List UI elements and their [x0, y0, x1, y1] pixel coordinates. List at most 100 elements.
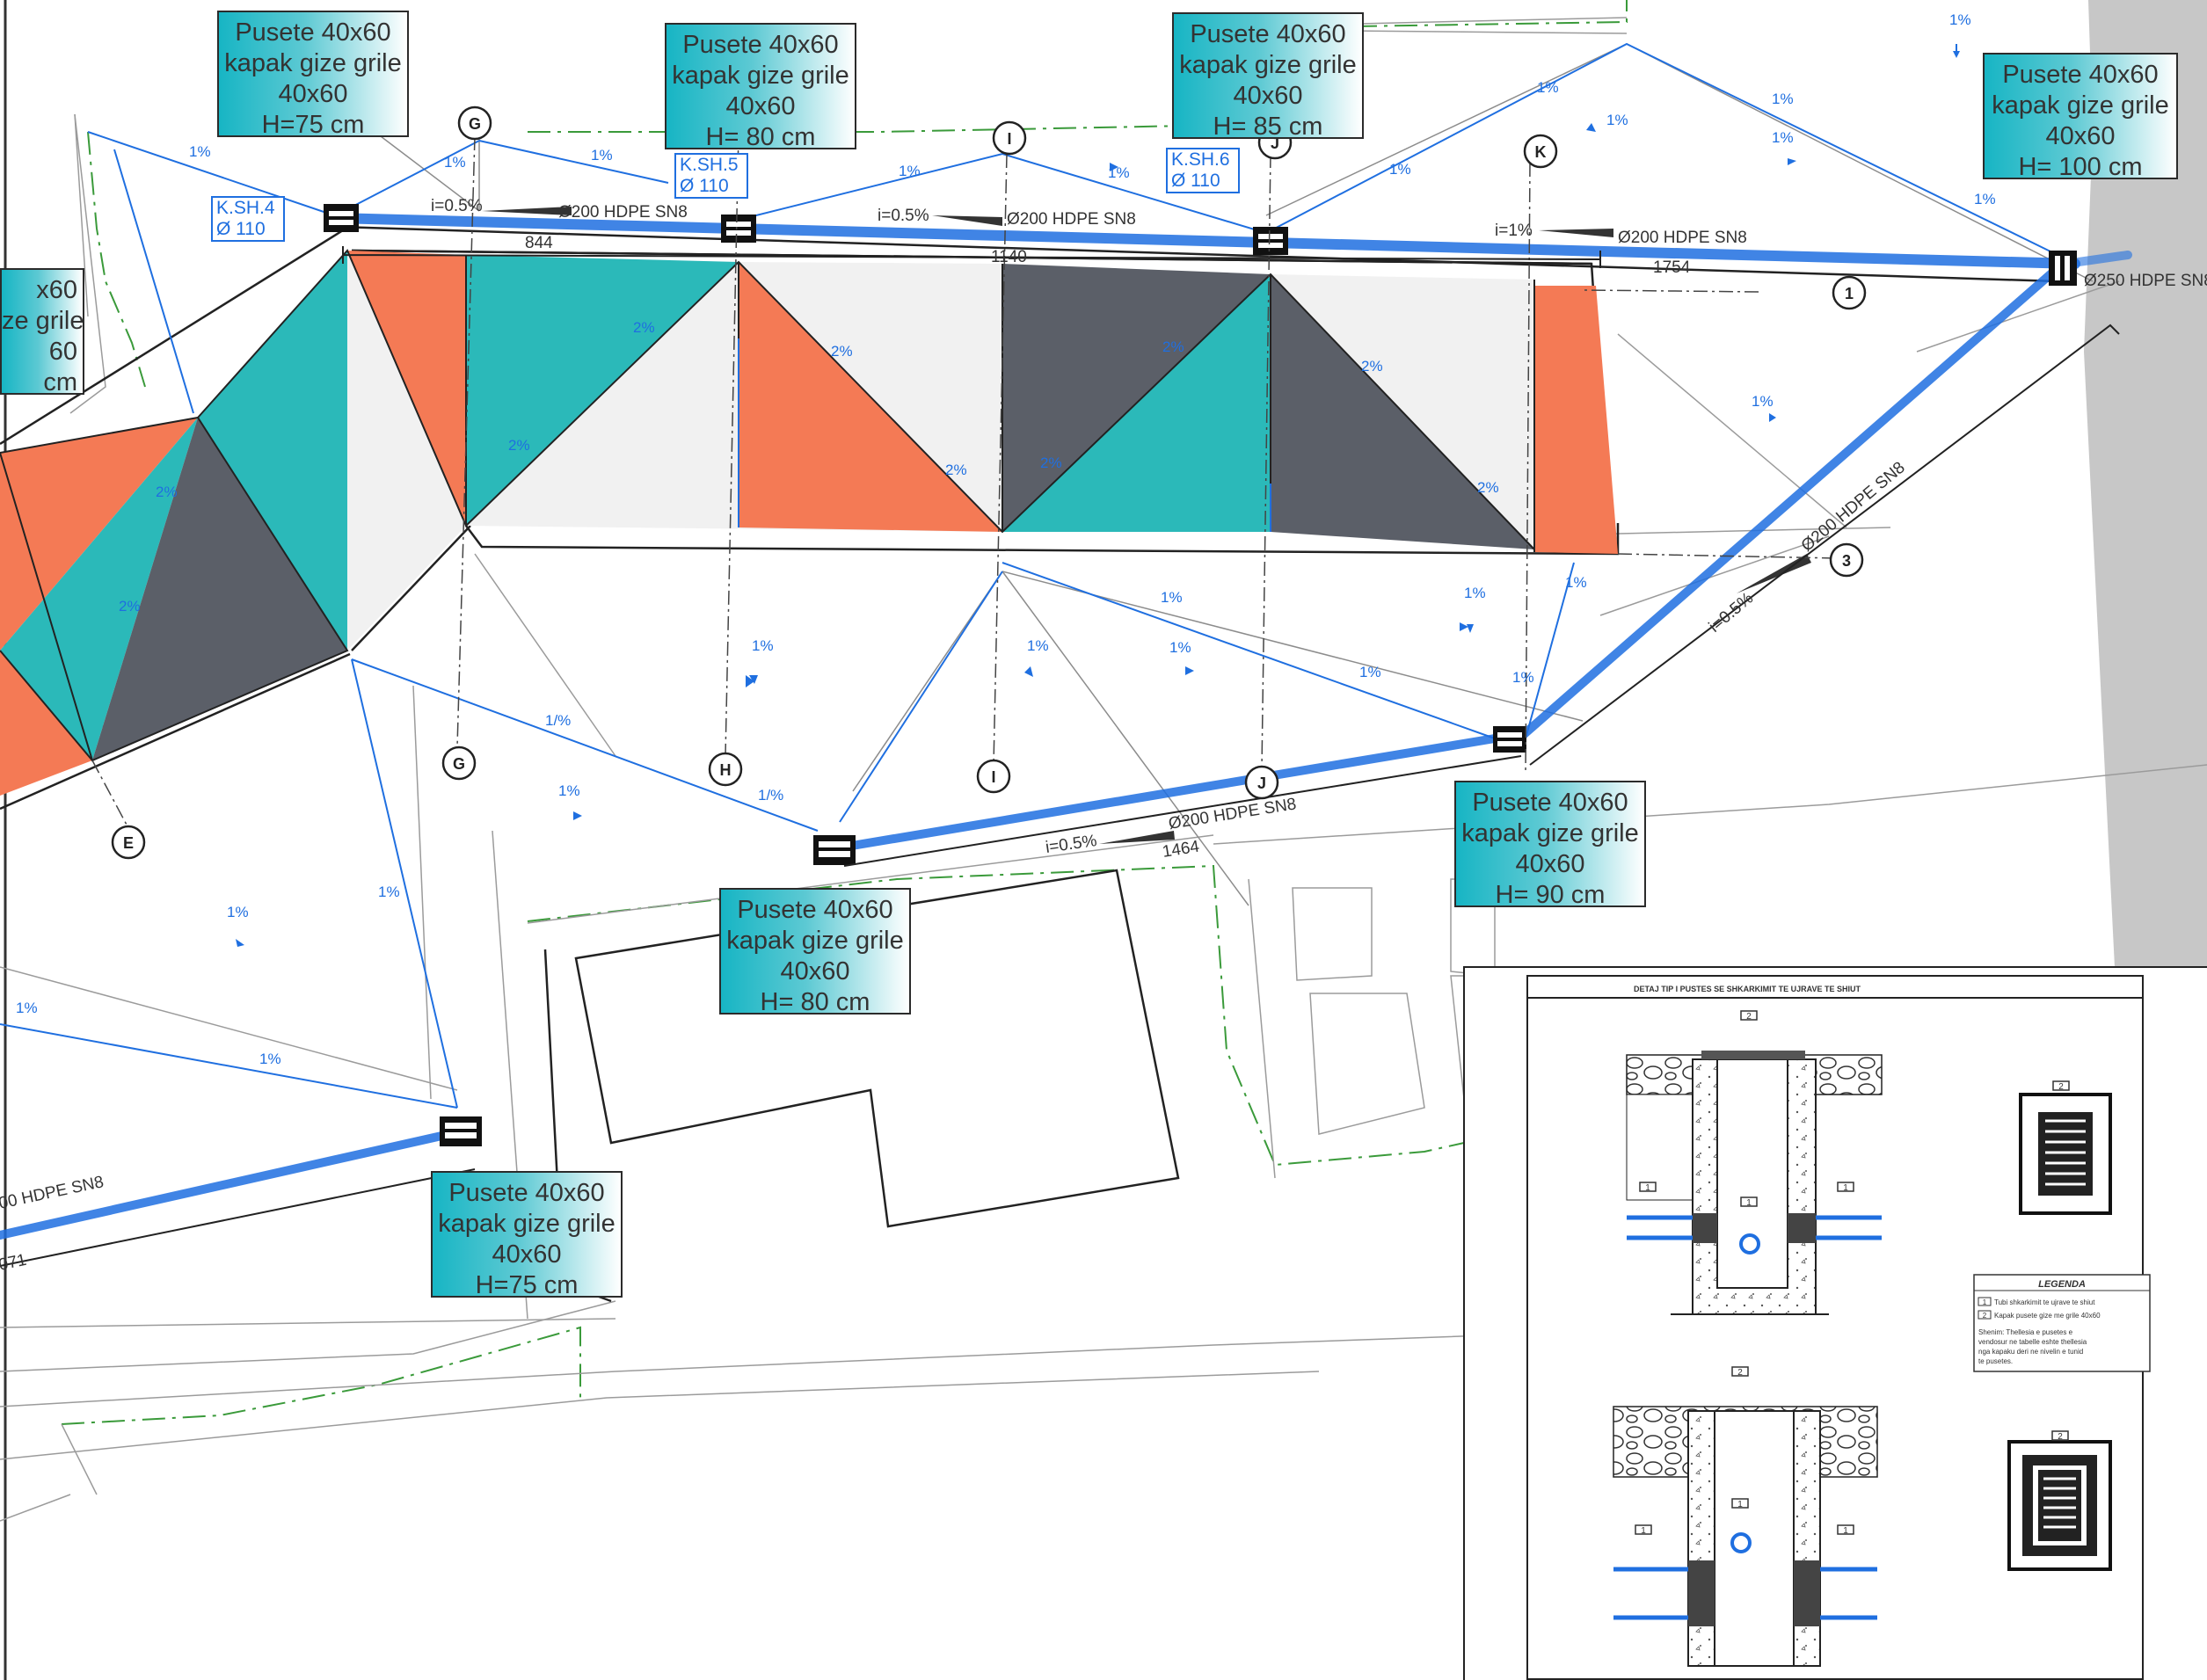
svg-text:1: 1 [1645, 1183, 1650, 1193]
svg-text:1: 1 [1843, 1526, 1848, 1536]
roof-frames [0, 225, 2058, 811]
flow-lines [0, 42, 2058, 1109]
manhole-icon [813, 835, 856, 865]
svg-text:te pusetes.: te pusetes. [1978, 1357, 2013, 1365]
pipe-label: Ø200 HDPE SN8 [1007, 210, 1136, 229]
svg-text:vendosur ne tabelle eshte thel: vendosur ne tabelle eshte thellesia [1978, 1338, 2087, 1346]
svg-text:2%: 2% [1477, 479, 1499, 496]
legend-item-2: Kapak pusete gize me grile 40x60 [1994, 1312, 2101, 1320]
manhole-icon [2049, 251, 2077, 286]
axis-markers: G I J K E G H I J 1 3 [111, 105, 1867, 860]
dimension-label: 071 [0, 1251, 28, 1275]
svg-text:1%: 1% [1027, 637, 1049, 654]
dimension-lines [0, 246, 2120, 1267]
flow-percent-labels: 1% 1% 1% 1% 1% 1% 1% 1% 1% 1% 1% 1% 1% 1… [16, 11, 1996, 1067]
svg-text:1%: 1% [259, 1051, 281, 1067]
manhole-symbols [324, 204, 2077, 1146]
pipe-label: Ø200 HDPE SN8 [1798, 458, 1909, 555]
pipe-label: Ø200 HDPE SN8 [558, 203, 688, 222]
slope-label: i=0.5% [1706, 589, 1757, 636]
svg-text:1%: 1% [227, 904, 249, 920]
slope-wedges [482, 207, 1811, 844]
svg-text:1: 1 [1845, 285, 1854, 302]
svg-text:1%: 1% [1359, 664, 1381, 680]
svg-text:1/%: 1/% [545, 712, 571, 729]
svg-text:2%: 2% [156, 484, 178, 500]
axis-marker-e: E [111, 825, 146, 860]
svg-text:3: 3 [1842, 552, 1851, 570]
svg-text:G: G [453, 755, 465, 773]
manhole-section-detail-1: 2 1 1 1 [1626, 1010, 1883, 1315]
svg-text:2%: 2% [119, 598, 141, 615]
roof-panels [0, 251, 1618, 796]
site-boundary [61, 0, 1628, 1425]
manhole-section-detail-2: 2 1 1 1 [1613, 1366, 1878, 1667]
axis-marker-j-bottom: J [1244, 765, 1279, 800]
svg-text:1%: 1% [1161, 589, 1183, 606]
svg-text:I: I [1007, 130, 1011, 148]
svg-text:E: E [123, 834, 134, 852]
pipe-label: 00 HDPE SN8 [0, 1173, 106, 1213]
flow-arrows [236, 51, 1960, 947]
manhole-icon [440, 1116, 482, 1146]
svg-text:2%: 2% [831, 343, 853, 360]
svg-text:2: 2 [1737, 1368, 1743, 1378]
axis-marker-g-top: G [457, 105, 492, 141]
legend-item-1: Tubi shkarkimit te ujrave te shiut [1994, 1298, 2095, 1306]
svg-text:2: 2 [1983, 1312, 1987, 1320]
manhole-icon [324, 204, 359, 232]
svg-text:1: 1 [1843, 1183, 1848, 1193]
dimension-label: 1140 [991, 248, 1027, 266]
slope-label: i=0.5% [878, 207, 929, 225]
svg-text:2%: 2% [633, 319, 655, 336]
legend-box: LEGENDA 1 Tubi shkarkimit te ujrave te s… [1973, 1274, 2151, 1372]
svg-text:G: G [469, 115, 481, 133]
slope-label: i=0.5% [1045, 832, 1098, 857]
slope-label: i=1% [1495, 222, 1533, 240]
axis-marker-h-bottom: H [708, 752, 743, 787]
axis-marker-1: 1 [1832, 275, 1867, 310]
svg-text:J: J [1257, 775, 1266, 792]
svg-text:K: K [1535, 143, 1547, 161]
svg-text:Shenim: Thellesia e pusetes e: Shenim: Thellesia e pusetes e [1978, 1328, 2073, 1336]
svg-text:1: 1 [1983, 1298, 1987, 1306]
legend-title: LEGENDA [2038, 1279, 2086, 1290]
svg-text:2: 2 [1746, 1012, 1752, 1022]
pipe-label: Ø250 HDPE SN8 [2084, 272, 2207, 290]
svg-text:2%: 2% [508, 437, 530, 454]
axis-marker-k-top: K [1523, 134, 1558, 169]
svg-text:1%: 1% [1565, 574, 1587, 591]
grate-cover-plan-2: 2 [2007, 1430, 2112, 1571]
axis-marker-i-bottom: I [976, 759, 1011, 794]
svg-text:1%: 1% [1512, 669, 1534, 686]
svg-text:1: 1 [1737, 1500, 1743, 1509]
svg-text:2%: 2% [1040, 455, 1062, 471]
svg-text:1%: 1% [378, 884, 400, 900]
dimension-label: 1754 [1653, 258, 1691, 277]
svg-text:1%: 1% [1537, 79, 1559, 96]
svg-text:1/%: 1/% [758, 787, 783, 804]
detail-sheet: DETAJ TIP I PUSTES SE SHKARKIMIT TE UJRA… [1463, 966, 2207, 1680]
svg-text:1%: 1% [1752, 393, 1774, 410]
svg-text:1%: 1% [752, 637, 774, 654]
svg-text:1%: 1% [1606, 112, 1628, 128]
svg-text:H: H [720, 761, 732, 779]
svg-text:2: 2 [2058, 1082, 2064, 1092]
pipe-section-icon [1739, 1233, 1760, 1255]
pipe-label: Ø200 HDPE SN8 [1167, 795, 1297, 833]
axis-marker-g-bottom: G [441, 745, 477, 781]
grate-cover-plan-1: 2 [2019, 1080, 2112, 1215]
svg-text:1%: 1% [1772, 91, 1794, 107]
svg-text:1%: 1% [1949, 11, 1971, 28]
manhole-icon [721, 215, 756, 243]
svg-text:1%: 1% [591, 147, 613, 164]
dimension-label: 844 [525, 234, 553, 252]
